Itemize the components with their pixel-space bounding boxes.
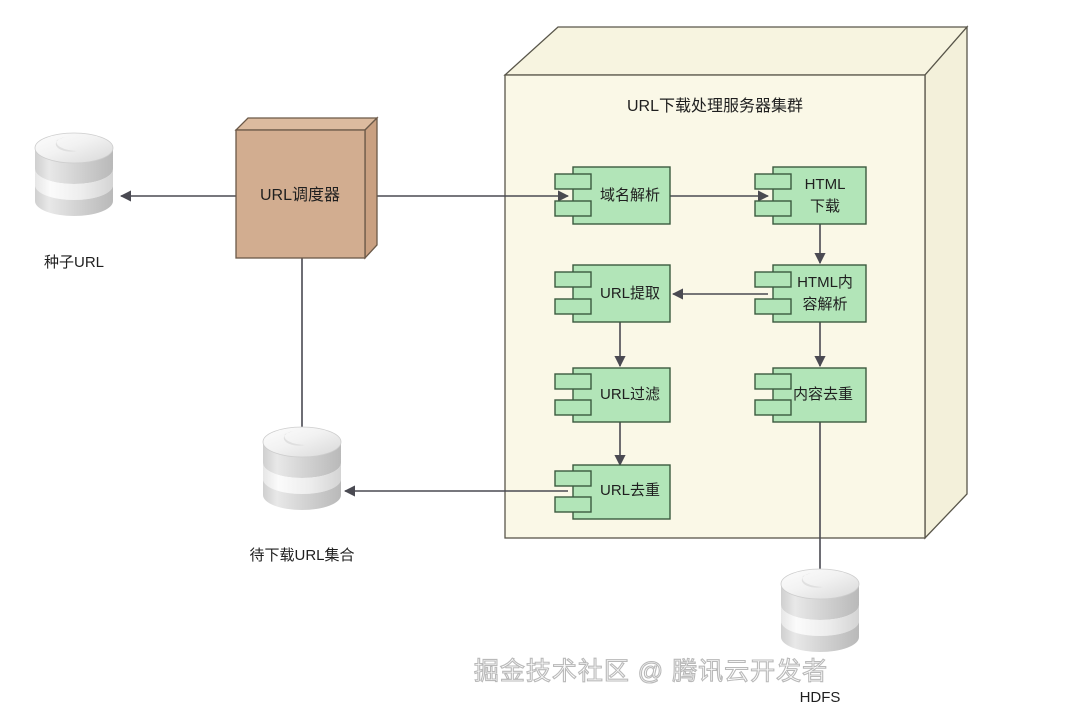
url-extract-label: URL提取: [600, 285, 660, 302]
html-download-label-line2: 下载: [810, 198, 840, 215]
component-url-extract[interactable]: URL提取: [554, 264, 671, 323]
pending-url-set-cylinder-icon: [262, 426, 342, 511]
content-dedup-label: 内容去重: [793, 386, 853, 403]
scheduler-front-face: [235, 129, 366, 259]
domain-resolve-tab-top: [554, 173, 592, 190]
html-content-parse-label-line1: HTML内: [797, 274, 853, 291]
url-filter-label: URL过滤: [600, 386, 660, 403]
url-extract-tab-bottom: [554, 298, 592, 315]
component-domain-resolve[interactable]: 域名解析: [554, 166, 671, 225]
url-dedup-tab-bottom: [554, 496, 592, 513]
component-html-download[interactable]: HTML 下载: [754, 166, 867, 225]
content-dedup-tab-bottom: [754, 399, 792, 416]
html-download-label-line1: HTML: [805, 176, 846, 193]
datastore-hdfs[interactable]: HDFS: [780, 568, 860, 706]
component-url-dedup[interactable]: URL去重: [554, 464, 671, 520]
html-content-parse-tab-top: [754, 271, 792, 288]
seed-url-cylinder-icon: [34, 132, 114, 217]
html-download-tab-top: [754, 173, 792, 190]
url-filter-tab-bottom: [554, 399, 592, 416]
pending-url-set-label: 待下载URL集合: [249, 547, 354, 564]
scheduler-label: URL调度器: [260, 186, 340, 204]
url-filter-tab-top: [554, 373, 592, 390]
hdfs-label: HDFS: [800, 689, 841, 706]
url-dedup-tab-top: [554, 470, 592, 487]
component-url-filter[interactable]: URL过滤: [554, 367, 671, 423]
scheduler-side-face: [364, 116, 378, 260]
cluster-side-face: [924, 25, 968, 540]
cluster-top-face: [503, 26, 969, 76]
html-content-parse-label-line2: 容解析: [802, 296, 847, 313]
hdfs-cylinder-icon: [780, 568, 860, 653]
html-content-parse-tab-bottom: [754, 298, 792, 315]
url-scheduler-node[interactable]: URL调度器: [234, 116, 379, 260]
domain-resolve-tab-bottom: [554, 200, 592, 217]
datastore-seed-url[interactable]: 种子URL: [34, 132, 114, 271]
url-extract-tab-top: [554, 271, 592, 288]
html-download-tab-bottom: [754, 200, 792, 217]
edges-layer: [119, 190, 826, 582]
watermark: 掘金技术社区 @ 腾讯云开发者: [474, 658, 828, 686]
url-dedup-label: URL去重: [600, 482, 660, 499]
datastore-pending-url-set[interactable]: 待下载URL集合: [249, 426, 355, 564]
component-content-dedup[interactable]: 内容去重: [754, 367, 867, 423]
scheduler-top-face: [234, 117, 379, 131]
component-html-content-parse[interactable]: HTML内 容解析: [754, 264, 867, 323]
seed-url-label: 种子URL: [44, 254, 104, 271]
domain-resolve-label: 域名解析: [600, 187, 660, 204]
cluster-title: URL下载处理服务器集群: [627, 97, 803, 115]
content-dedup-tab-top: [754, 373, 792, 390]
